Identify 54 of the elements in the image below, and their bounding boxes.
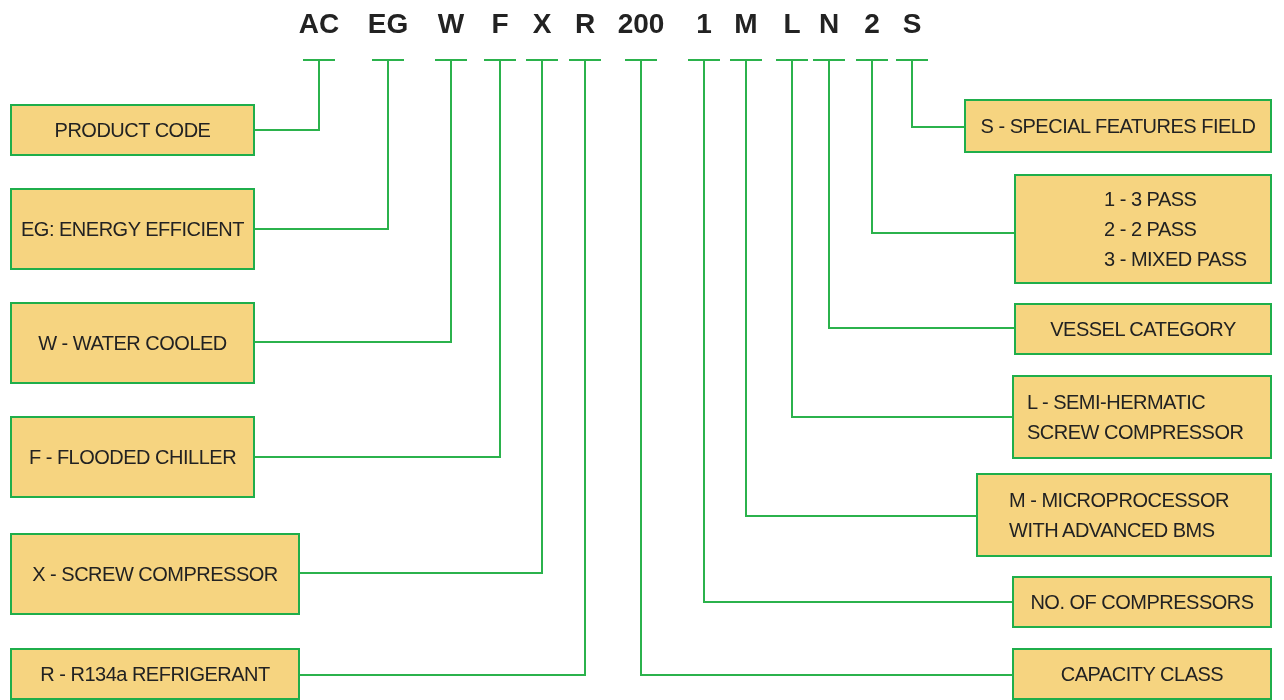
description-text: EG: ENERGY EFFICIENT [21,217,244,242]
code-character: 2 [864,7,880,41]
description-text: M - MICROPROCESSOR WITH ADVANCED BMS [1009,488,1230,543]
label-box [1014,303,1272,355]
label-box [964,99,1272,153]
label-box [1012,576,1272,628]
code-character: AC [298,7,340,41]
leader-line [624,59,1013,676]
code-character: EG [367,7,409,41]
description-text: S - SPECIAL FEATURES FIELD [980,114,1256,139]
description-text: L - SEMI-HERMATIC SCREW COMPRESSOR [1027,390,1245,445]
code-character: 200 [617,7,665,41]
leader-line [254,59,468,343]
label-box [10,416,255,498]
leader-line [254,59,336,131]
label-box [976,473,1272,557]
code-character: F [491,7,509,41]
description-text: 1 - 3 PASS [1104,187,1197,212]
label-box [10,648,300,700]
description-text: W - WATER COOLED [38,331,227,356]
code-character: W [437,7,465,41]
description-text: X - SCREW COMPRESSOR [32,562,278,587]
label-box [10,104,255,156]
code-character: 1 [696,7,712,41]
leader-line [895,59,965,128]
leader-line [855,59,1015,234]
leader-line [299,59,602,676]
description-text: R - R134a REFRIGERANT [40,662,270,687]
description-text: 3 - MIXED PASS [1104,247,1247,272]
leader-line [729,59,977,517]
code-character: M [734,7,758,41]
leader-line [254,59,517,458]
description-text: CAPACITY CLASS [1060,662,1224,687]
code-character: S [902,7,922,41]
code-character: N [818,7,840,41]
leader-line [299,59,559,574]
leader-line [687,59,1013,603]
code-character: R [574,7,596,41]
description-text: 2 - 2 PASS [1104,217,1197,242]
code-character: L [783,7,801,41]
description-text: PRODUCT CODE [54,118,211,143]
label-box [10,188,255,270]
leader-line [254,59,405,230]
leader-line [775,59,1013,418]
leader-line [812,59,1015,329]
label-box [10,302,255,384]
description-text: VESSEL CATEGORY [1050,317,1236,342]
label-box [1012,375,1272,459]
description-text: F - FLOODED CHILLER [28,445,237,470]
code-character: X [532,7,552,41]
label-box [1012,648,1272,700]
label-box [1014,174,1272,284]
label-box [10,533,300,615]
description-text: NO. OF COMPRESSORS [1030,590,1254,615]
